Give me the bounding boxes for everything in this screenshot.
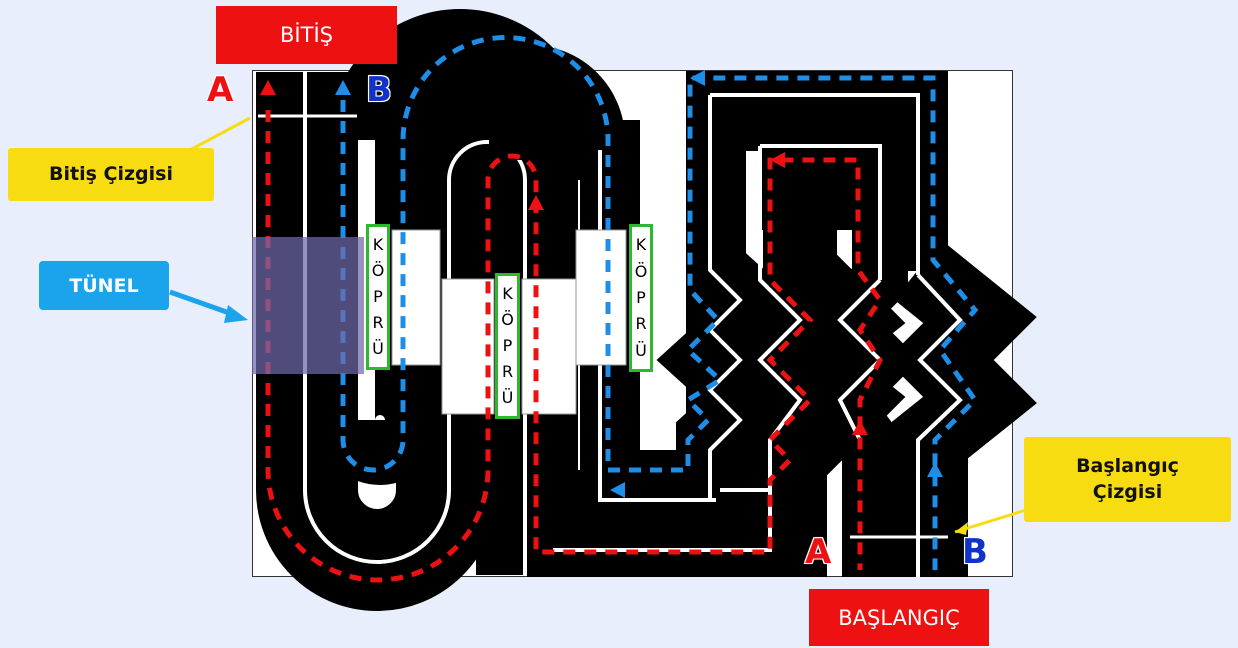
- tunnel-label: TÜNEL: [39, 261, 169, 310]
- lane-a-start-letter: A: [805, 532, 831, 572]
- lane-a-finish-letter: A: [207, 70, 233, 110]
- lane-b-start-letter: B: [962, 532, 988, 572]
- lane-b-finish-letter: B: [366, 70, 392, 110]
